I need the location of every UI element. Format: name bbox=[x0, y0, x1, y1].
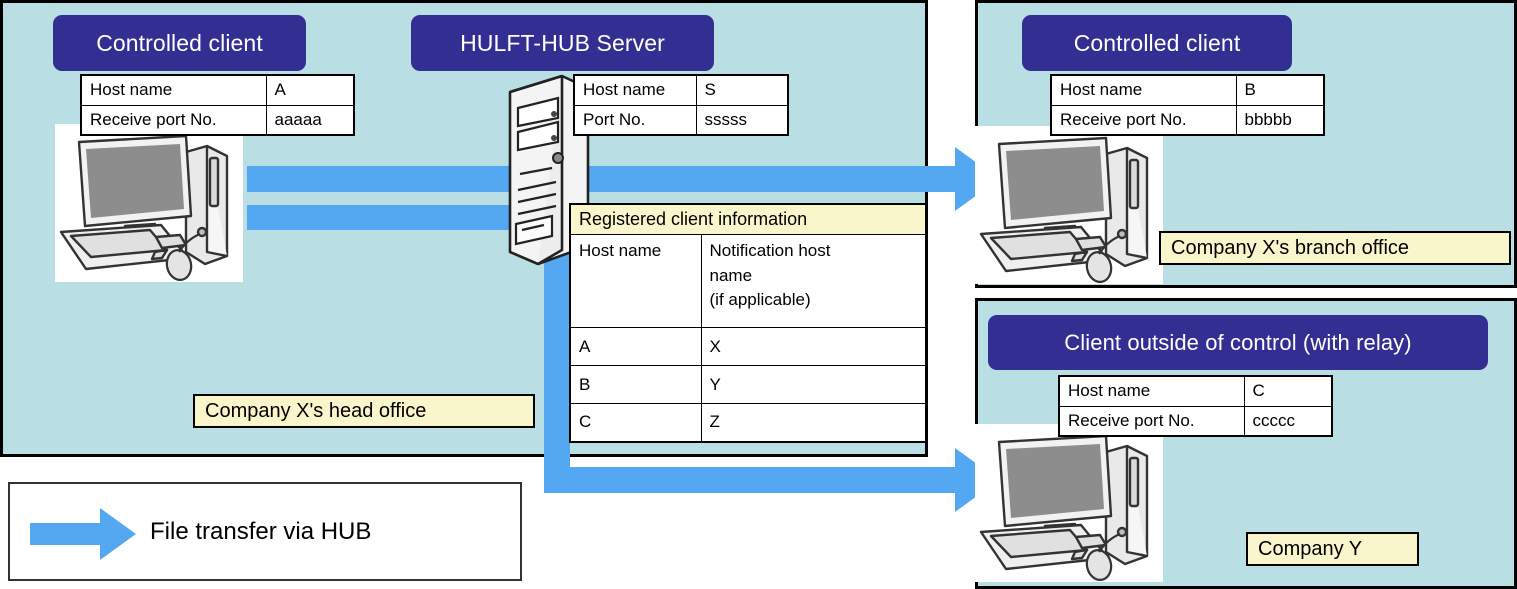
right-arrow-icon bbox=[100, 508, 136, 560]
cell-key: Port No. bbox=[573, 104, 697, 136]
server-tower-icon bbox=[500, 74, 592, 269]
cell-value: B bbox=[1235, 74, 1325, 106]
cell-notification-host-name: X bbox=[700, 327, 927, 366]
cell-value: sssss bbox=[695, 104, 789, 136]
table-row: Port No. sssss bbox=[573, 104, 789, 136]
cell-key: Host name bbox=[1058, 375, 1245, 407]
cell-value: A bbox=[265, 74, 355, 106]
table-client-b-info: Host name B Receive port No. bbbbb bbox=[1050, 74, 1325, 136]
column-header-notification-host-name: Notification host name (if applicable) bbox=[700, 234, 927, 328]
banner-client-outside-of-control: Client outside of control (with relay) bbox=[988, 315, 1488, 370]
desktop-computer-icon bbox=[975, 126, 1163, 284]
table-registered-client-information: Registered client information Host name … bbox=[569, 203, 927, 443]
cell-key: Receive port No. bbox=[80, 104, 267, 136]
header-line-1: Notification host bbox=[709, 241, 831, 260]
table-row: C Z bbox=[569, 403, 927, 442]
legend-arrow-shaft bbox=[30, 523, 108, 545]
cell-key: Receive port No. bbox=[1058, 405, 1245, 437]
cell-value: ccccc bbox=[1243, 405, 1333, 437]
callout-branch-office: Company X's branch office bbox=[1159, 231, 1511, 265]
banner-controlled-client-a: Controlled client bbox=[53, 15, 306, 71]
cell-key: Receive port No. bbox=[1050, 104, 1237, 136]
table-row: A X bbox=[569, 327, 927, 366]
legend-label: File transfer via HUB bbox=[150, 518, 372, 545]
table-row: Host name C bbox=[1058, 375, 1333, 407]
callout-head-office: Company X's head office bbox=[193, 394, 535, 428]
table-client-c-info: Host name C Receive port No. ccccc bbox=[1058, 375, 1333, 437]
table-row: Host name B bbox=[1050, 74, 1325, 106]
table-row: Receive port No. ccccc bbox=[1058, 405, 1333, 437]
banner-hulft-hub-server: HULFT-HUB Server bbox=[411, 15, 714, 71]
table-row: Host name A bbox=[80, 74, 355, 106]
callout-company-y: Company Y bbox=[1246, 532, 1419, 566]
table-title-row: Registered client information bbox=[569, 203, 927, 235]
cell-notification-host-name: Y bbox=[700, 365, 927, 404]
table-client-a-info: Host name A Receive port No. aaaaa bbox=[80, 74, 355, 136]
cell-value: aaaaa bbox=[265, 104, 355, 136]
table-header-row: Host name Notification host name (if app… bbox=[569, 234, 927, 328]
registered-client-information-title: Registered client information bbox=[569, 203, 927, 235]
banner-controlled-client-b: Controlled client bbox=[1022, 15, 1292, 71]
table-hub-server-info: Host name S Port No. sssss bbox=[573, 74, 789, 136]
cell-notification-host-name: Z bbox=[700, 403, 927, 442]
table-row: Host name S bbox=[573, 74, 789, 106]
cell-value: S bbox=[695, 74, 789, 106]
arrow-client-a-to-client-c-shaft-3 bbox=[544, 467, 962, 493]
desktop-computer-icon bbox=[975, 424, 1163, 582]
cell-value: bbbbb bbox=[1235, 104, 1325, 136]
cell-key: Host name bbox=[80, 74, 267, 106]
cell-host-name: A bbox=[569, 327, 702, 366]
table-row: B Y bbox=[569, 365, 927, 404]
header-line-3: (if applicable) bbox=[709, 290, 811, 310]
cell-key: Host name bbox=[573, 74, 697, 106]
column-header-host-name: Host name bbox=[569, 234, 702, 328]
table-row: Receive port No. aaaaa bbox=[80, 104, 355, 136]
table-row: Receive port No. bbbbb bbox=[1050, 104, 1325, 136]
cell-key: Host name bbox=[1050, 74, 1237, 106]
cell-host-name: C bbox=[569, 403, 702, 442]
header-line-2: name bbox=[709, 265, 753, 285]
cell-host-name: B bbox=[569, 365, 702, 404]
arrow-client-a-to-client-b-shaft bbox=[247, 166, 961, 192]
cell-value: C bbox=[1243, 375, 1333, 407]
desktop-computer-icon bbox=[55, 124, 243, 282]
